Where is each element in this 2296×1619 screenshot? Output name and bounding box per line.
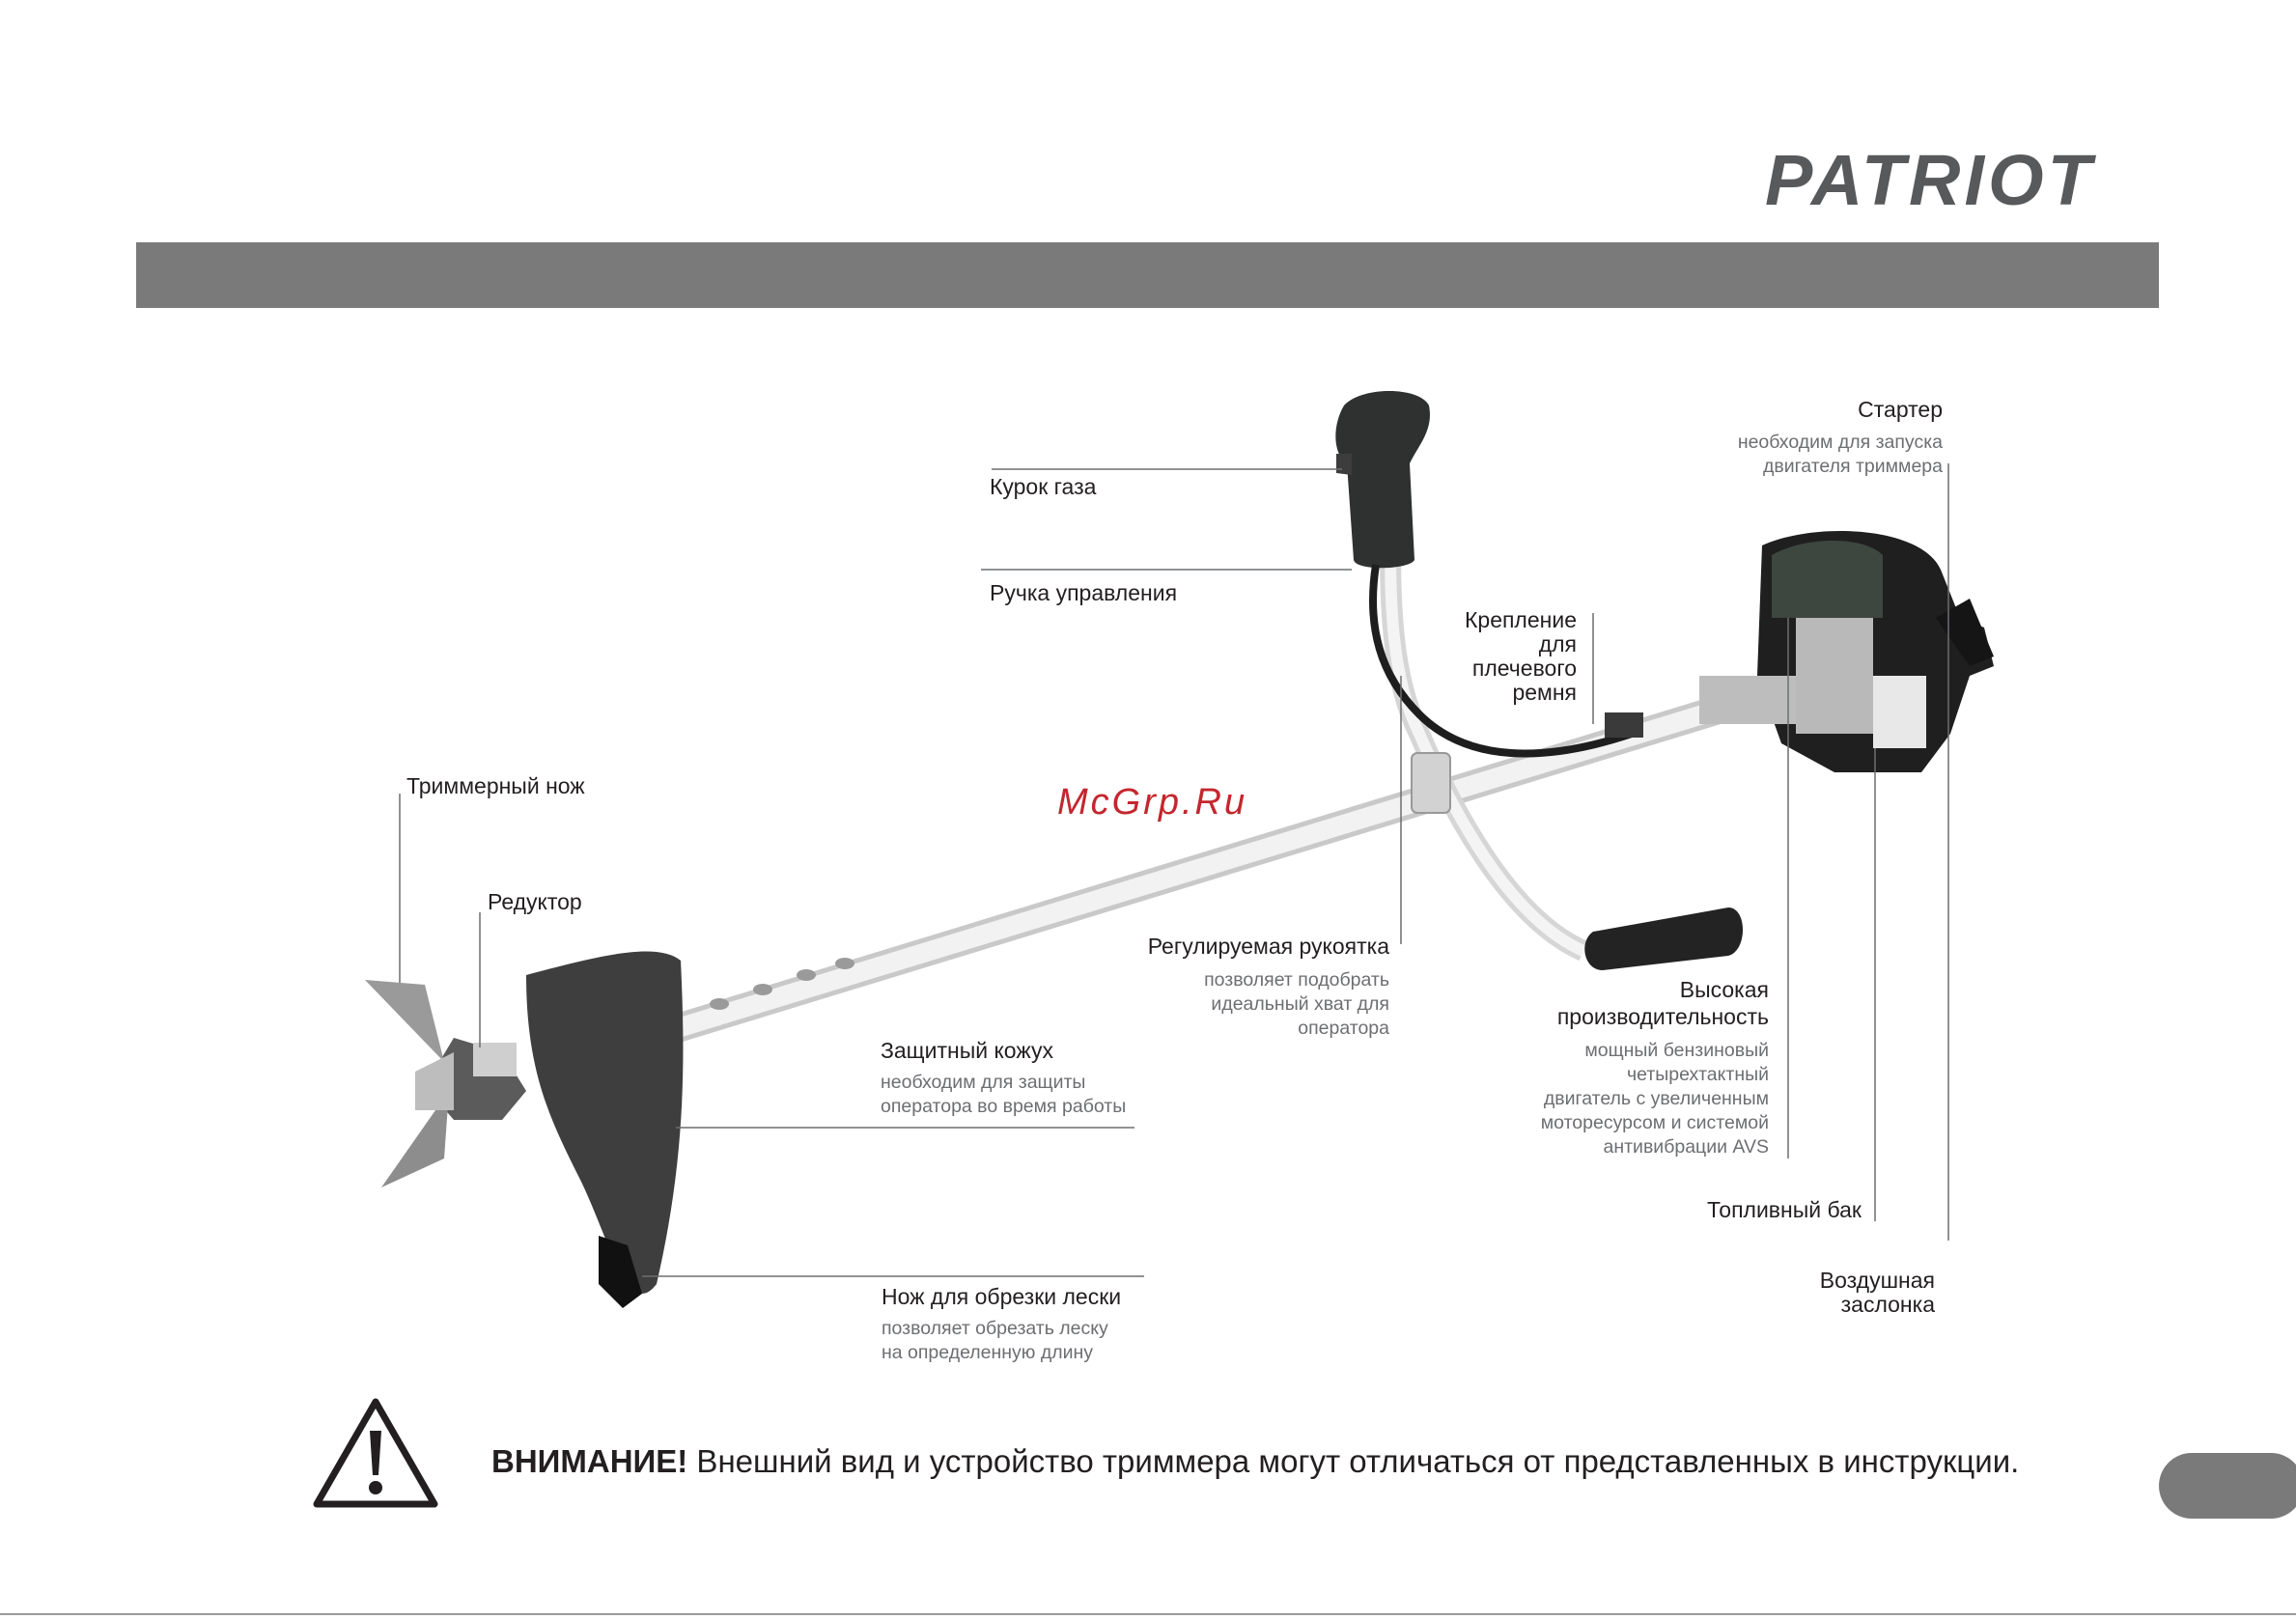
label-starter-desc-2: двигателя триммера xyxy=(1762,456,1943,477)
bottom-divider xyxy=(0,1613,2296,1615)
label-performance-desc-3: двигатель с увеличенным xyxy=(1543,1088,1769,1109)
label-performance-desc-2: четырехтактный xyxy=(1626,1064,1769,1085)
label-performance-title-1: Высокая xyxy=(1679,977,1769,1002)
svg-text:PATRIOT: PATRIOT xyxy=(1765,143,2097,220)
label-line-cutter-desc-2: на определенную длину xyxy=(882,1342,1093,1363)
label-performance-desc-4: моторесурсом и системой xyxy=(1540,1112,1769,1133)
label-fuel-tank: Топливный бак xyxy=(1707,1197,1862,1222)
warning-text: ВНИМАНИЕ! Внешний вид и устройство тримм… xyxy=(491,1442,2019,1481)
label-gearbox: Редуктор xyxy=(488,889,582,914)
warning-message: Внешний вид и устройство триммера могут … xyxy=(687,1443,2020,1479)
label-adjustable-handle-title: Регулируемая рукоятка xyxy=(1147,934,1389,959)
label-air-damper-2: заслонка xyxy=(1840,1292,1935,1317)
label-starter-desc-1: необходим для запуска xyxy=(1737,432,1943,453)
label-adjustable-handle-desc-1: позволяет подобрать xyxy=(1204,969,1389,991)
label-adjustable-handle-desc-3: оператора xyxy=(1298,1018,1389,1039)
header-banner xyxy=(136,242,2159,308)
label-guard-title: Защитный кожух xyxy=(881,1038,1053,1063)
label-performance-desc-1: мощный бензиновый xyxy=(1584,1040,1769,1061)
label-performance-title-2: производительность xyxy=(1556,1004,1769,1029)
label-performance-desc-5: антивибрации AVS xyxy=(1603,1136,1770,1158)
label-control-handle: Ручка управления xyxy=(990,580,1178,605)
label-line-cutter-desc-1: позволяет обрезать леску xyxy=(882,1318,1108,1339)
page-tab xyxy=(2159,1453,2296,1519)
warning-icon xyxy=(313,1398,438,1508)
label-line-cutter-title: Нож для обрезки лески xyxy=(882,1284,1122,1309)
label-guard-desc-2: оператора во время работы xyxy=(881,1096,1127,1117)
label-starter-title: Стартер xyxy=(1858,397,1943,422)
label-guard-desc-1: необходим для защиты xyxy=(881,1072,1086,1093)
label-trimmer-blade: Триммерный нож xyxy=(406,773,585,798)
warning-bold: ВНИМАНИЕ! xyxy=(491,1443,688,1479)
patriot-logo: PATRIOT xyxy=(1765,143,2097,220)
label-adjustable-handle-desc-2: идеальный хват для xyxy=(1211,993,1389,1015)
label-strap-mount: Крепление для плечевого ремня xyxy=(1465,607,1577,705)
watermark: McGrp.Ru xyxy=(1057,782,1248,823)
label-air-damper-1: Воздушная xyxy=(1819,1268,1935,1293)
label-throttle-trigger: Курок газа xyxy=(990,474,1097,499)
